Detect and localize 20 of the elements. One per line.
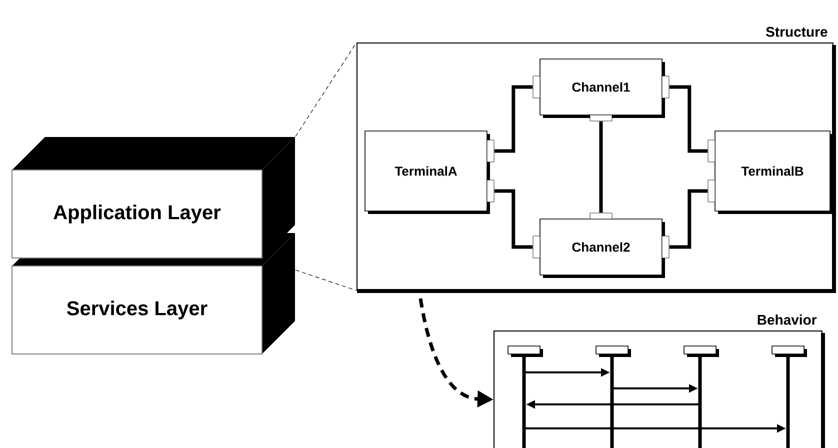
connector-line [494,85,533,153]
behavior-panel [494,314,825,448]
panel-heading: Structure [766,26,828,37]
zoom-line [295,42,357,137]
connector-line [494,189,533,249]
layer-block: Application Layer [12,137,295,258]
connector-line [669,189,708,249]
node-label: TerminalB [741,166,804,176]
connector-line [669,85,708,153]
component-box: Channel2 [532,212,670,278]
zoom-line [295,270,357,291]
component-box: TerminalA [364,130,494,214]
lifeline-head [772,346,807,357]
panel-heading: Behavior [758,314,817,325]
connector-line [599,121,603,213]
component-box: Channel1 [532,58,670,122]
lifeline-head [596,346,631,357]
lifeline-head [508,346,543,357]
component-box: TerminalB [708,130,833,214]
lifeline-head [684,346,719,357]
